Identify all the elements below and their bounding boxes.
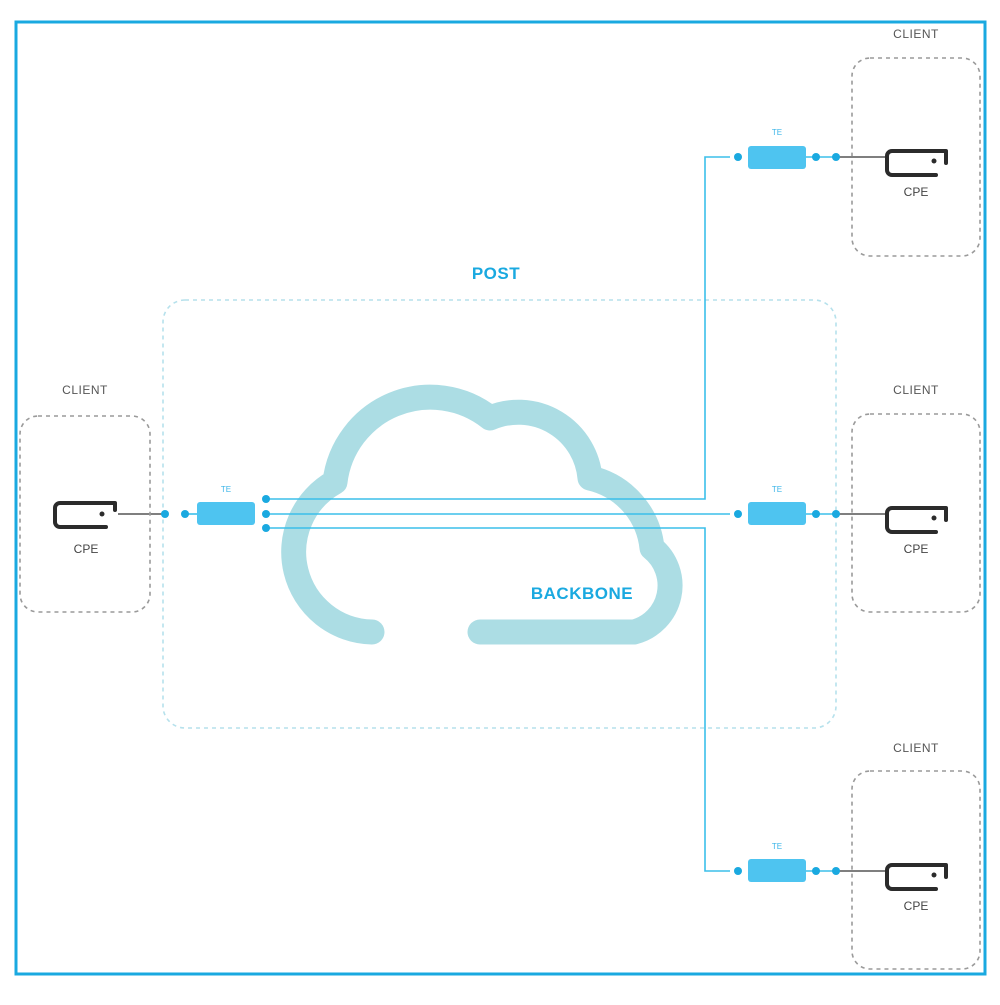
te-label: TE — [221, 485, 231, 494]
link-to-top-client — [266, 156, 730, 500]
terminal-equipment-icon — [197, 502, 255, 525]
dot — [812, 153, 820, 161]
router-icon — [885, 506, 948, 534]
client-label: CLIENT — [893, 741, 939, 755]
router-led — [931, 872, 937, 878]
cpe-cables — [118, 156, 887, 872]
cpe-label: CPE — [904, 899, 929, 913]
dot — [734, 153, 742, 161]
cpe-top: CPE — [885, 149, 948, 199]
te-bottom: TE — [748, 842, 806, 882]
client-left: CLIENT — [19, 383, 151, 613]
client-label: CLIENT — [893, 27, 939, 41]
client-middle: CLIENT — [851, 383, 981, 613]
cpe-label: CPE — [904, 185, 929, 199]
dot — [262, 524, 270, 532]
backbone-cloud-icon — [281, 384, 683, 645]
dot — [262, 510, 270, 518]
dot — [832, 153, 840, 161]
router-led — [931, 158, 937, 164]
post-label: POST — [472, 264, 520, 283]
cpe-label: CPE — [904, 542, 929, 556]
client-box — [851, 57, 981, 257]
backbone-label: BACKBONE — [531, 584, 633, 603]
client-label: CLIENT — [62, 383, 108, 397]
client-bottom: CLIENT — [851, 741, 981, 970]
dot — [832, 867, 840, 875]
router-led — [99, 511, 105, 517]
router-icon — [885, 149, 948, 177]
te-left: TE — [197, 485, 255, 525]
router-icon — [885, 863, 948, 891]
client-box — [851, 770, 981, 970]
router-icon — [53, 501, 117, 529]
te-label: TE — [772, 842, 782, 851]
terminal-equipment-icon — [748, 859, 806, 882]
dot — [734, 510, 742, 518]
dot — [262, 495, 270, 503]
client-box — [851, 413, 981, 613]
te-middle: TE — [748, 485, 806, 525]
dot — [812, 867, 820, 875]
te-label: TE — [772, 128, 782, 137]
terminal-equipment-icon — [748, 146, 806, 169]
terminal-equipment-icon — [748, 502, 806, 525]
te-label: TE — [772, 485, 782, 494]
connection-dots — [161, 153, 840, 875]
client-box — [19, 415, 151, 613]
dot — [181, 510, 189, 518]
backbone-links — [185, 156, 838, 872]
link-to-bottom-client — [266, 527, 730, 872]
cpe-label: CPE — [74, 542, 99, 556]
cpe-middle: CPE — [885, 506, 948, 556]
dot — [832, 510, 840, 518]
client-label: CLIENT — [893, 383, 939, 397]
router-led — [931, 515, 937, 521]
dot — [161, 510, 169, 518]
cpe-left: CPE — [53, 501, 117, 556]
te-top: TE — [748, 128, 806, 169]
cpe-bottom: CPE — [885, 863, 948, 913]
client-top: CLIENT — [851, 27, 981, 257]
dot — [812, 510, 820, 518]
dot — [734, 867, 742, 875]
outer-frame — [14, 20, 987, 976]
